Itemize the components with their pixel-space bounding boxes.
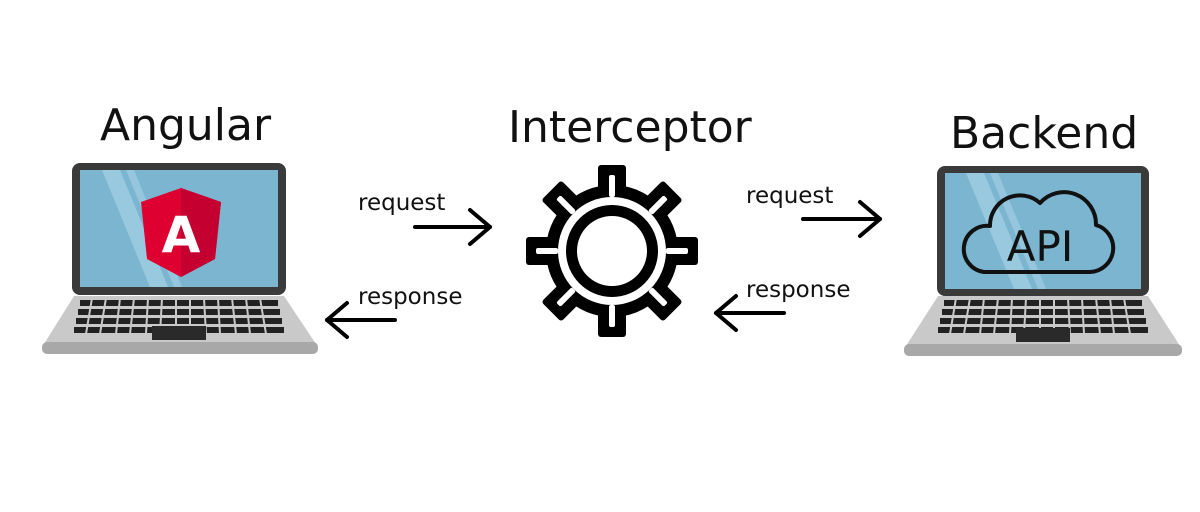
right-response-arrow (714, 294, 786, 332)
right-request-arrow (801, 200, 882, 238)
api-badge-text: API (1007, 222, 1073, 271)
cloud-api-icon: API (961, 190, 1116, 274)
angular-logo-icon: A (141, 188, 221, 277)
left-request-label: request (358, 190, 446, 216)
gear-icon (526, 165, 698, 337)
right-request-label: request (746, 183, 834, 209)
left-request-arrow (413, 208, 492, 246)
right-response-label: response (746, 277, 851, 303)
left-response-label: response (358, 284, 463, 310)
left-response-arrow (325, 301, 397, 339)
backend-title: Backend (950, 108, 1139, 159)
interceptor-title: Interceptor (508, 102, 752, 153)
angular-title: Angular (100, 100, 272, 151)
angular-logo-letter: A (162, 206, 201, 264)
